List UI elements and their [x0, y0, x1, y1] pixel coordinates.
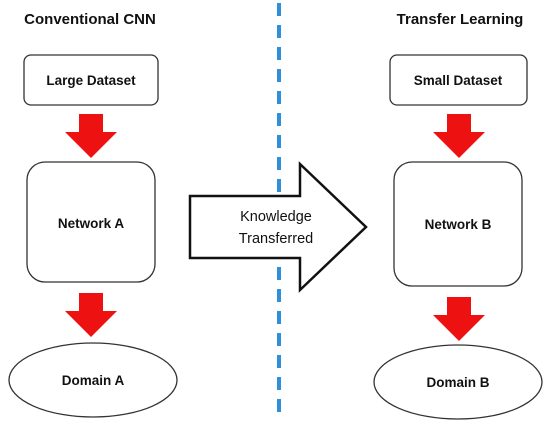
transfer-arrow-line1: Knowledge [240, 209, 312, 225]
down-arrow-right-2 [433, 297, 485, 341]
left-title: Conventional CNN [24, 11, 156, 28]
domain-a-label: Domain A [62, 373, 125, 388]
down-arrow-left-2 [65, 293, 117, 337]
transfer-arrow-line2: Transferred [239, 231, 313, 247]
knowledge-transfer-arrow [188, 161, 368, 293]
down-arrow-left-1 [65, 114, 117, 158]
domain-b-label: Domain B [426, 375, 489, 390]
small-dataset-box [389, 54, 528, 106]
right-title: Transfer Learning [397, 11, 524, 28]
large-dataset-label: Large Dataset [46, 73, 136, 88]
network-a-label: Network A [58, 216, 125, 231]
network-b-box [393, 161, 523, 287]
network-a-box [26, 161, 156, 283]
large-dataset-box [23, 54, 159, 106]
domain-a-ellipse [8, 342, 178, 418]
domain-b-ellipse [373, 344, 543, 420]
small-dataset-label: Small Dataset [414, 73, 503, 88]
down-arrow-right-1 [433, 114, 485, 158]
network-b-label: Network B [425, 217, 492, 232]
